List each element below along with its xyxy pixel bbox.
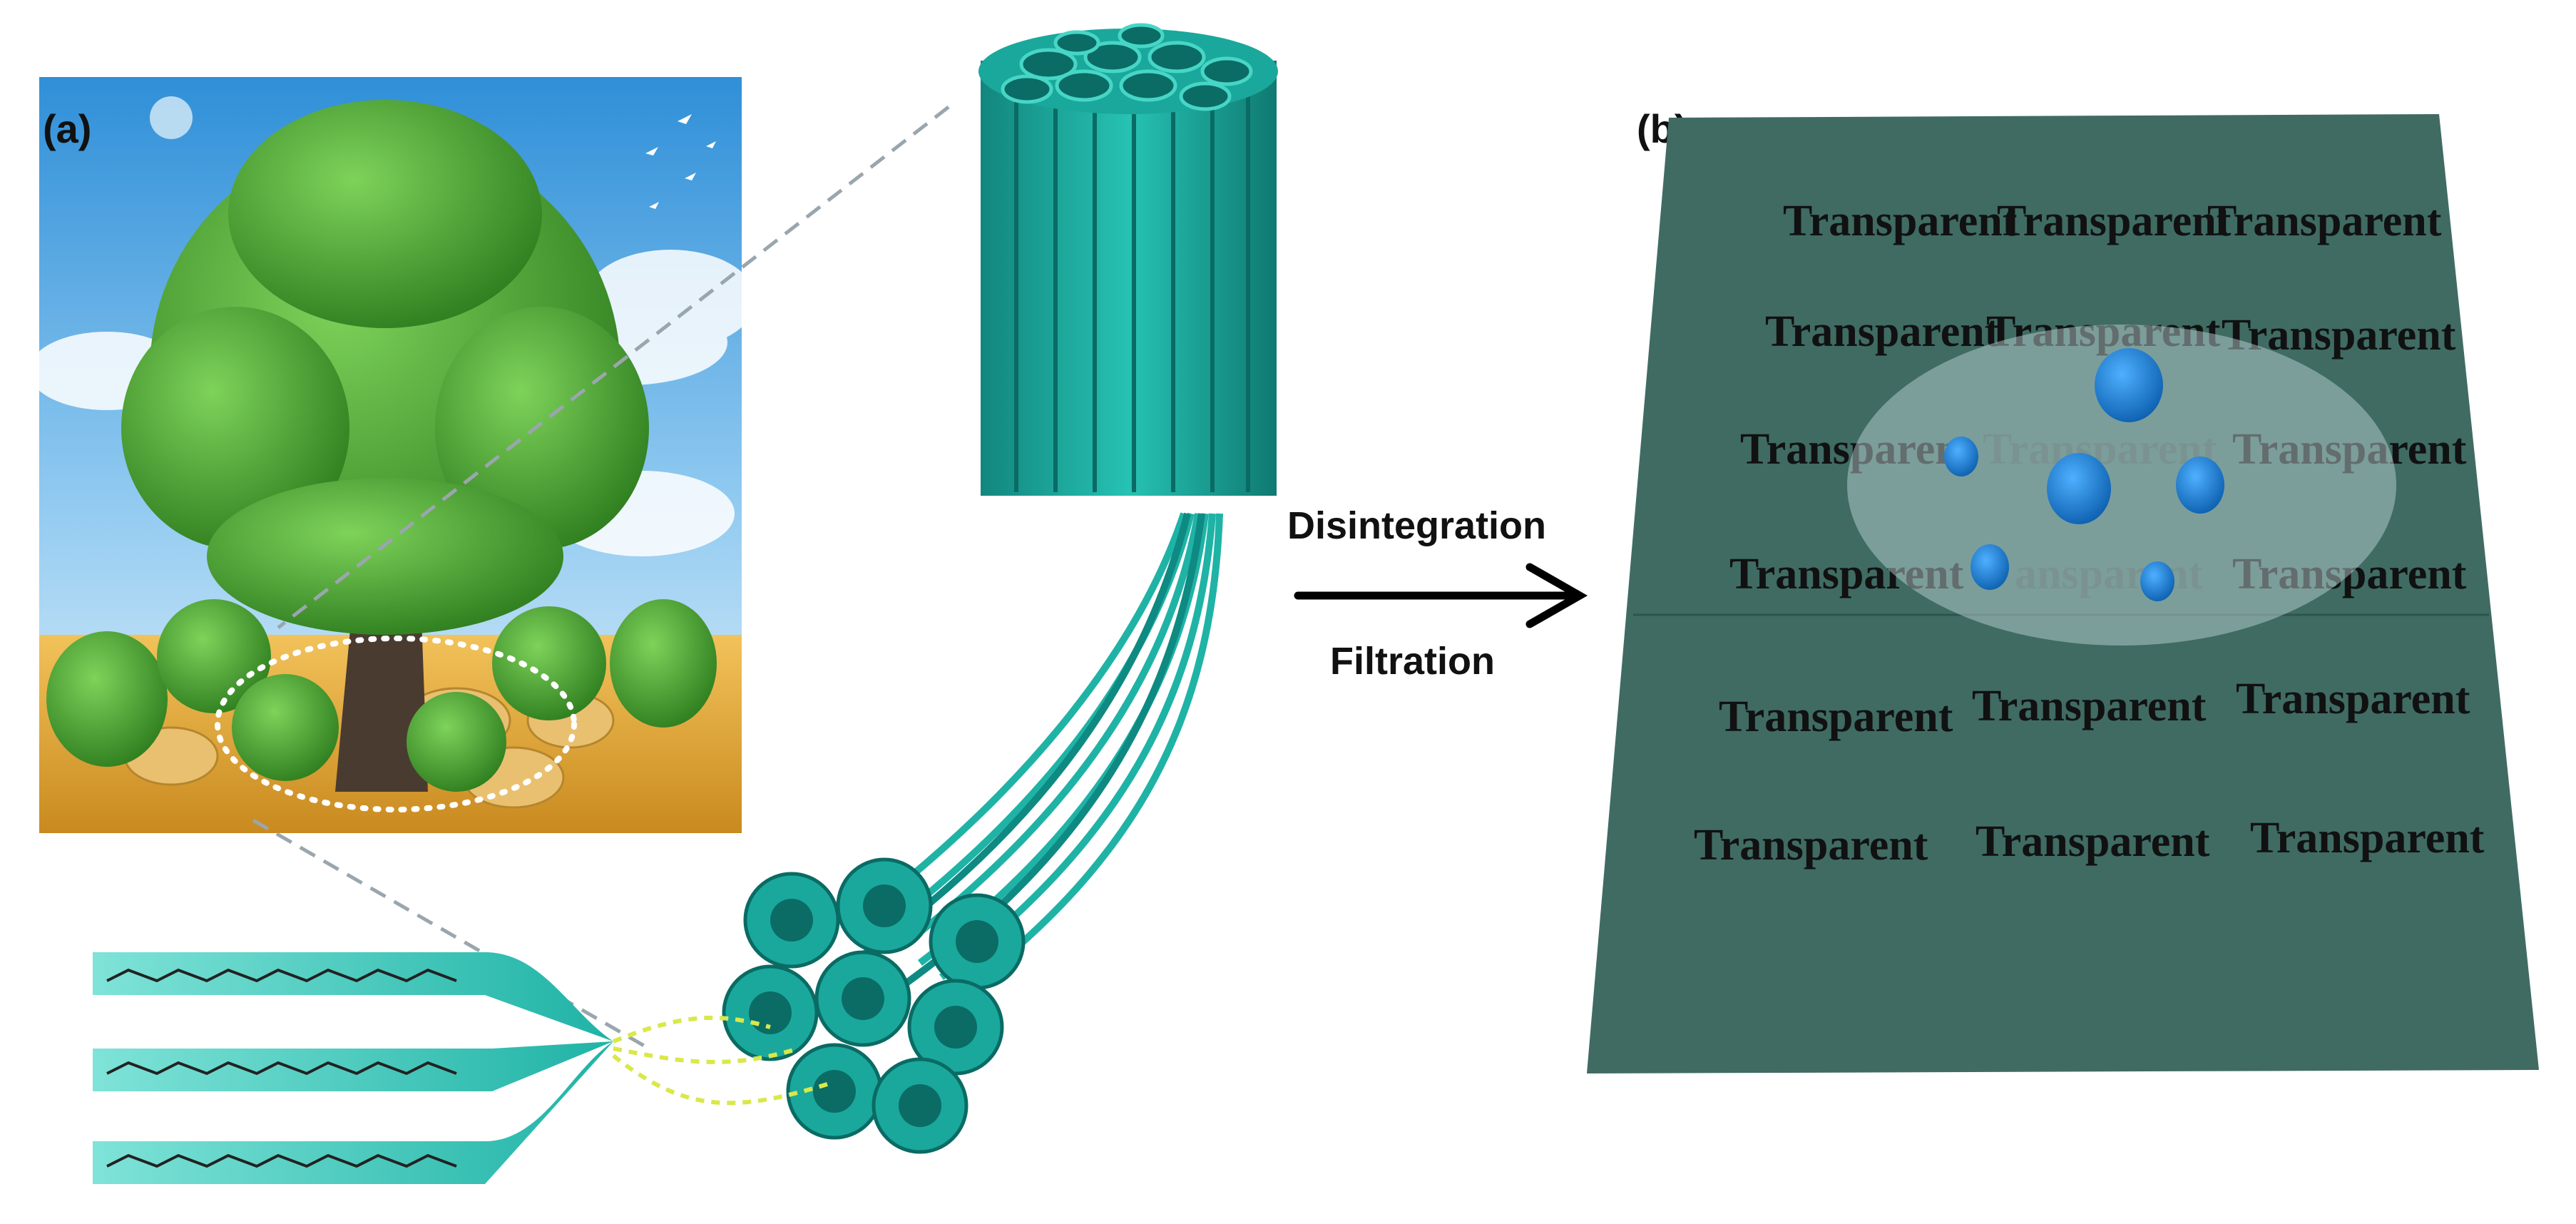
tree-photo (29, 77, 756, 833)
film-word: Transparent (1997, 197, 2232, 245)
nanoparticle (1944, 437, 1978, 476)
film-word: Transparent (1972, 682, 2207, 730)
tree-canopy (121, 100, 649, 635)
process-step-disintegration: Disintegration (1287, 504, 1546, 547)
nanoparticle (2140, 561, 2174, 601)
film-word: Transparent (2232, 425, 2467, 474)
leader-lines (252, 106, 950, 1051)
film-word: Transparent (1719, 693, 1953, 741)
film-text-grid: Transparent Transparent Transparent Tran… (1694, 197, 2485, 869)
fiber-top-holes (1001, 23, 1253, 111)
film-word: Transparent (1729, 550, 1964, 598)
film-word: Transparent (1976, 817, 2210, 866)
shrubs (46, 599, 717, 792)
film-word: Transparent (1694, 821, 1928, 869)
cellulose-chains (93, 952, 828, 1184)
cluster-texture (749, 884, 998, 1127)
panel-a-label: (a) (43, 106, 91, 151)
film-word: Transparent (1783, 197, 2018, 245)
film-word: Transparent (2232, 550, 2467, 598)
nanoparticle (1971, 544, 2009, 590)
nanoparticle (2095, 348, 2163, 422)
film-word: Transparent (2236, 675, 2470, 723)
nanoparticle (2176, 457, 2224, 514)
film-word: Transparent (1986, 307, 2221, 356)
film-word: Transparent (1740, 425, 1975, 474)
highlight-ellipse (215, 636, 577, 812)
process-arrow (1294, 563, 1588, 628)
process-step-filtration: Filtration (1330, 640, 1495, 683)
tree-trunk (335, 599, 428, 792)
birds-icon (645, 114, 716, 209)
film-word: Transparent (1765, 307, 2000, 356)
film-word: Transparent (2222, 311, 2456, 359)
nanoparticles (1944, 348, 2224, 601)
microfibril-bundle (978, 23, 1278, 496)
nanoparticle (2047, 453, 2111, 524)
moon-icon (150, 96, 193, 139)
transparent-film (1587, 114, 2539, 1073)
film-word: Transparent (2250, 814, 2485, 862)
film-word: Transparent (2207, 197, 2442, 245)
